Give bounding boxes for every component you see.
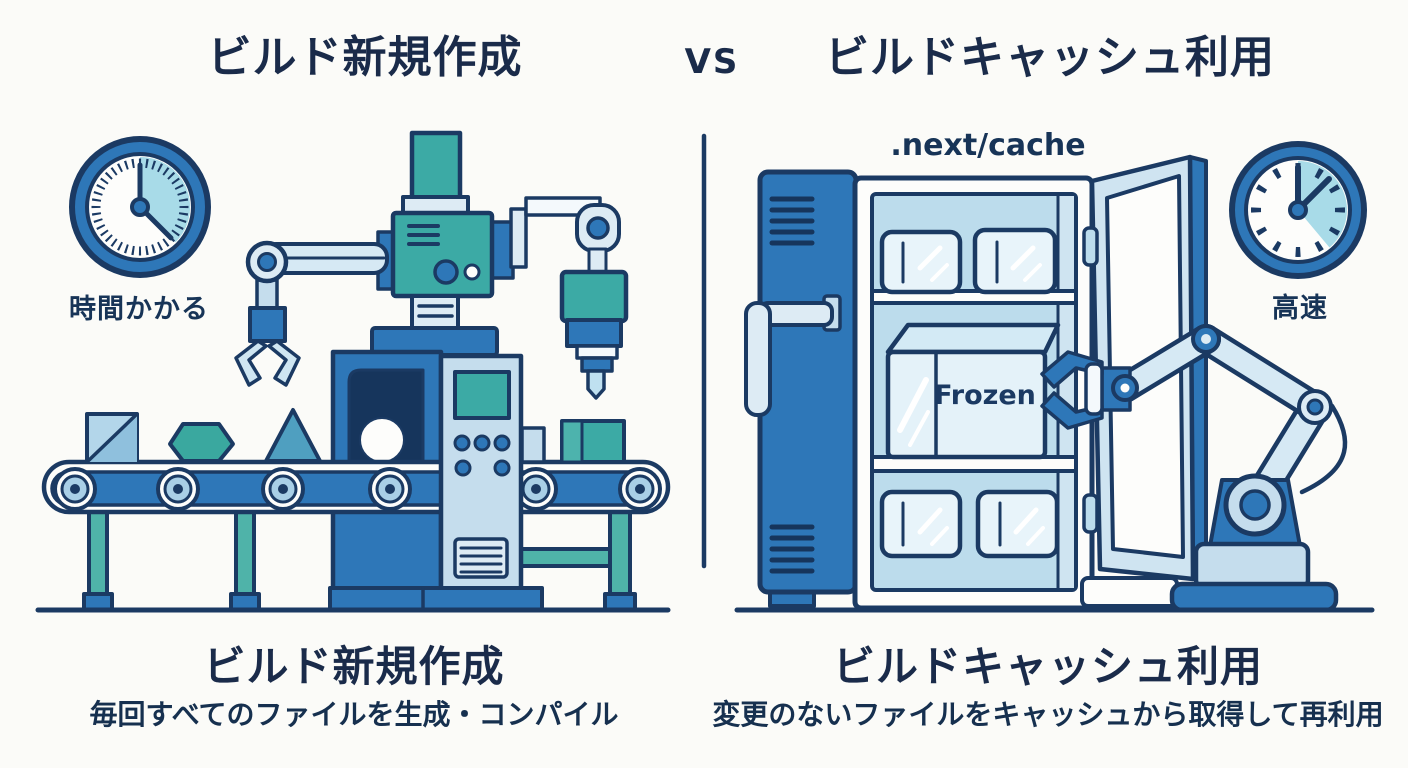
freezer-handle [744, 294, 842, 417]
left-scene-title: ビルド新規作成 [207, 32, 523, 83]
caption-left-title: ビルド新規作成 [203, 642, 505, 691]
tower-buttons [453, 434, 511, 477]
factory-scene [35, 130, 671, 613]
drill-arm-icon [509, 196, 629, 400]
conveyor-legs [82, 506, 637, 612]
caption-left-subtitle: 毎回すべてのファイルを生成・コンパイル [89, 698, 619, 731]
belt-rollers [53, 467, 662, 511]
robot-claw [1040, 350, 1139, 430]
vent-slats-top [769, 196, 815, 246]
gripper-arm-icon [234, 240, 389, 387]
hinge-bottom [1082, 493, 1099, 534]
machine-base [328, 586, 544, 612]
caption-right-title: ビルドキャッシュ利用 [832, 642, 1264, 691]
tower-vent [453, 537, 509, 579]
product-ball [359, 417, 405, 463]
ice-cube-bottom-left [879, 489, 963, 559]
hexagon-part-icon [168, 422, 235, 463]
tower-screen [453, 370, 511, 420]
freezer-interior [852, 175, 1095, 611]
conveyor-belt [41, 459, 671, 515]
freezer-scene [734, 141, 1375, 613]
machine-head [376, 130, 515, 330]
slow-clock-label: 時間かかる [69, 294, 209, 325]
frozen-cube-label: Frozen [934, 380, 1036, 411]
vs-label: VS [684, 42, 740, 82]
cache-path-label: .next/cache [890, 128, 1086, 163]
machine-control-tower [438, 353, 524, 593]
slow-clock-icon [69, 136, 211, 278]
ice-cube-bottom-right [975, 489, 1060, 559]
ice-cube-top-right [972, 227, 1058, 295]
fast-clock-label: 高速 [1272, 293, 1328, 324]
caption-right-subtitle: 変更のないファイルをキャッシュから取得して再利用 [712, 698, 1384, 731]
robot-arm-icon [1040, 324, 1348, 613]
output-boxes [520, 419, 626, 464]
right-scene-title: ビルドキャッシュ利用 [825, 32, 1275, 83]
ice-cube-top-left [879, 229, 963, 295]
vent-slats-bottom [769, 524, 815, 574]
square-part-icon [85, 412, 139, 464]
triangle-part-icon [264, 408, 322, 463]
raw-shapes [85, 408, 322, 464]
freezer-cabinet [744, 169, 1080, 608]
fast-clock-icon [1229, 141, 1367, 279]
hinge-top [1082, 226, 1099, 267]
